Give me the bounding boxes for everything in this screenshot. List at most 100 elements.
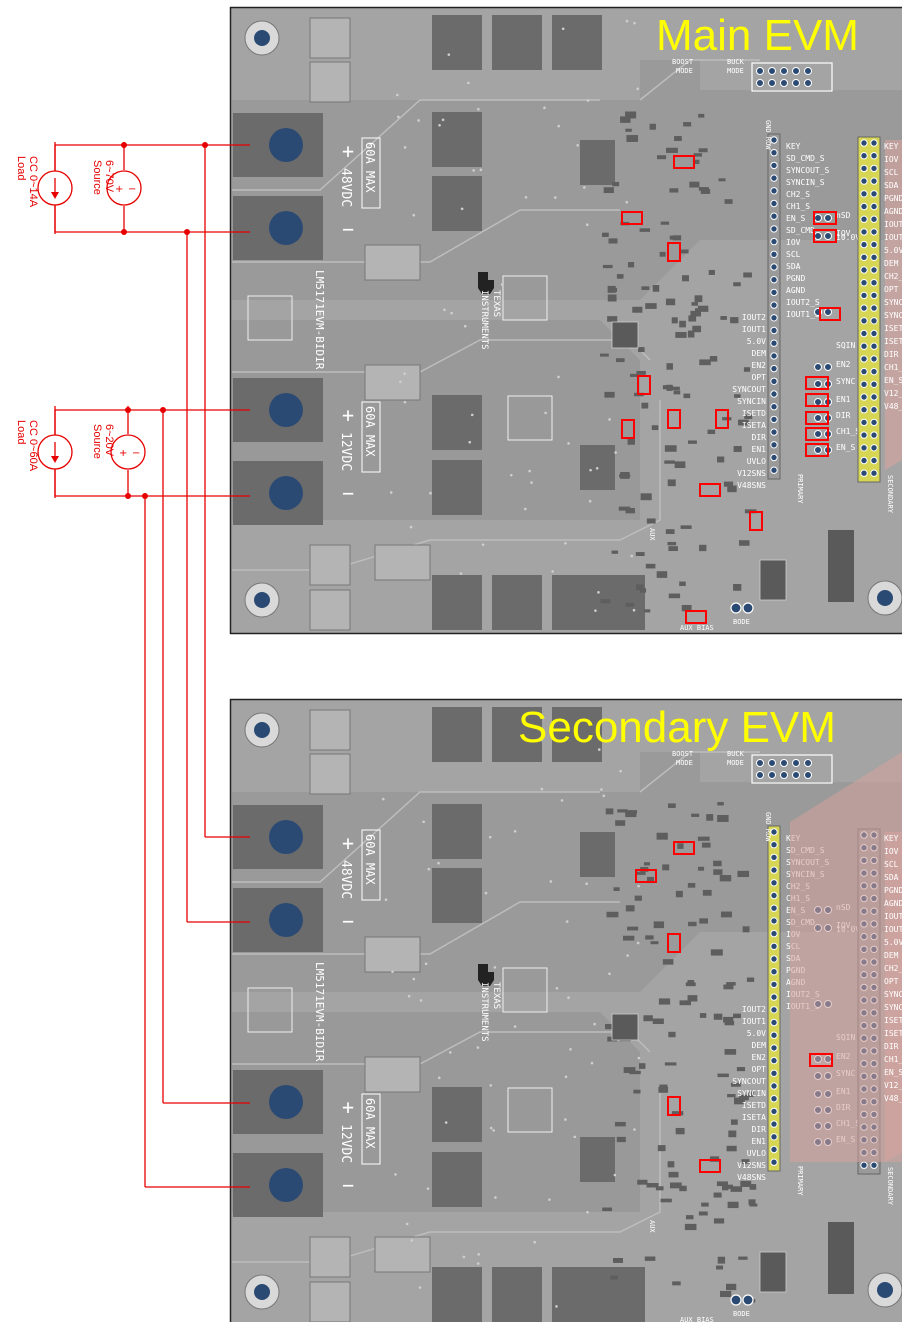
pin-label-right: V12_ — [884, 389, 902, 398]
test-point — [730, 1294, 742, 1306]
smd-part — [637, 1179, 648, 1185]
capacitor — [309, 589, 351, 631]
via — [637, 1056, 641, 1060]
header-pin — [770, 149, 778, 157]
mounting-hole-pad — [254, 592, 270, 608]
pin-label: SCL — [786, 250, 801, 259]
smd-part — [716, 1265, 724, 1270]
header-pin — [870, 380, 878, 388]
jumper-pin — [814, 446, 822, 454]
header-pin — [770, 1145, 778, 1154]
smd-part — [723, 481, 734, 487]
smd-part — [643, 862, 651, 866]
jumper-label: nSD — [836, 211, 851, 220]
smd-part — [728, 1130, 737, 1138]
smd-part — [666, 384, 673, 391]
header-pin — [770, 1069, 778, 1077]
header-pin — [870, 304, 878, 312]
smd-part — [687, 883, 696, 888]
via — [524, 195, 528, 199]
via — [608, 972, 611, 976]
pin-label-right: DIR — [884, 1042, 899, 1051]
header-pin — [860, 279, 868, 287]
ti-logo-icon — [478, 272, 494, 294]
smd-part — [742, 926, 750, 933]
header-pin — [870, 152, 878, 160]
smd-part — [669, 188, 679, 193]
connector-pin — [780, 759, 788, 767]
capacitor — [309, 1236, 351, 1278]
boost-mode-label: BOOST — [672, 750, 694, 758]
header-pin — [860, 469, 868, 477]
smd-part — [655, 1186, 664, 1191]
smd-part — [633, 1089, 641, 1094]
smd-part — [653, 921, 665, 929]
smd-part — [683, 393, 691, 399]
header-pin — [870, 1161, 878, 1169]
connector-pin — [804, 67, 812, 75]
smd-part — [690, 310, 701, 317]
pin-label-right: SCL — [884, 860, 899, 869]
power-device — [492, 1267, 542, 1322]
via — [549, 880, 553, 883]
header-pin — [870, 342, 878, 350]
pin-label-left: ISETD — [742, 409, 766, 418]
header-pin — [770, 390, 778, 398]
smd-part — [641, 402, 649, 409]
pin-label: SYNCOUT_S — [786, 166, 830, 175]
jumper-highlight — [667, 242, 681, 262]
pin-label-right: PGND — [884, 194, 902, 203]
smd-part — [605, 808, 614, 815]
pin-label-left: 5.0V — [747, 1029, 766, 1038]
pin-label: SDA — [786, 262, 801, 271]
header-pin — [870, 202, 878, 211]
aux-label: AUX — [648, 1220, 656, 1233]
power-device — [600, 1267, 645, 1322]
via — [484, 891, 488, 895]
jumper-highlight — [621, 211, 643, 225]
jumper-pin — [814, 214, 822, 222]
via — [477, 107, 480, 111]
controller-ic — [611, 1013, 639, 1041]
jumper-highlight — [813, 229, 837, 243]
smd-part — [692, 159, 700, 164]
smd-part — [671, 317, 678, 324]
buck-mode-label: BUCK — [727, 58, 745, 66]
smd-part — [645, 563, 656, 569]
pin-label-right: EN_S — [884, 376, 902, 385]
boost-mode-label: MODE — [676, 67, 693, 75]
lv-label: 12VDC — [338, 432, 353, 471]
board-title: Secondary EVM — [518, 703, 836, 752]
header-pin — [860, 418, 868, 427]
pin-label-right: SYNC — [884, 1003, 902, 1012]
smd-part — [613, 1257, 624, 1263]
via — [389, 491, 393, 494]
pin-label-left: 5.0V — [747, 337, 766, 346]
header-pin — [770, 466, 778, 474]
jumper-highlight — [667, 409, 681, 429]
via — [530, 481, 533, 484]
header-pin — [770, 879, 778, 887]
smd-part — [657, 155, 667, 160]
smd-part — [604, 391, 615, 398]
smd-part — [616, 1136, 626, 1143]
smd-part — [687, 980, 695, 985]
connector-pin — [780, 79, 788, 87]
power-device — [552, 15, 602, 70]
primary-label: PRIMARY — [796, 1166, 804, 1196]
buck-mode-label: MODE — [727, 67, 744, 75]
via — [395, 93, 399, 97]
via — [513, 829, 517, 833]
terminal-j9-pad — [269, 393, 303, 427]
connector-pin — [792, 759, 800, 767]
source-label: 6~70V — [103, 160, 115, 193]
smd-part — [667, 1161, 675, 1168]
pin-label-left: EN1 — [752, 445, 767, 454]
pin-label-right: SDA — [884, 181, 899, 190]
via — [594, 609, 597, 612]
pin-label-right: 5.0V — [884, 246, 902, 255]
via — [564, 1075, 568, 1079]
capacitor — [364, 364, 421, 401]
smd-part — [646, 518, 656, 524]
smd-part — [679, 1000, 692, 1006]
